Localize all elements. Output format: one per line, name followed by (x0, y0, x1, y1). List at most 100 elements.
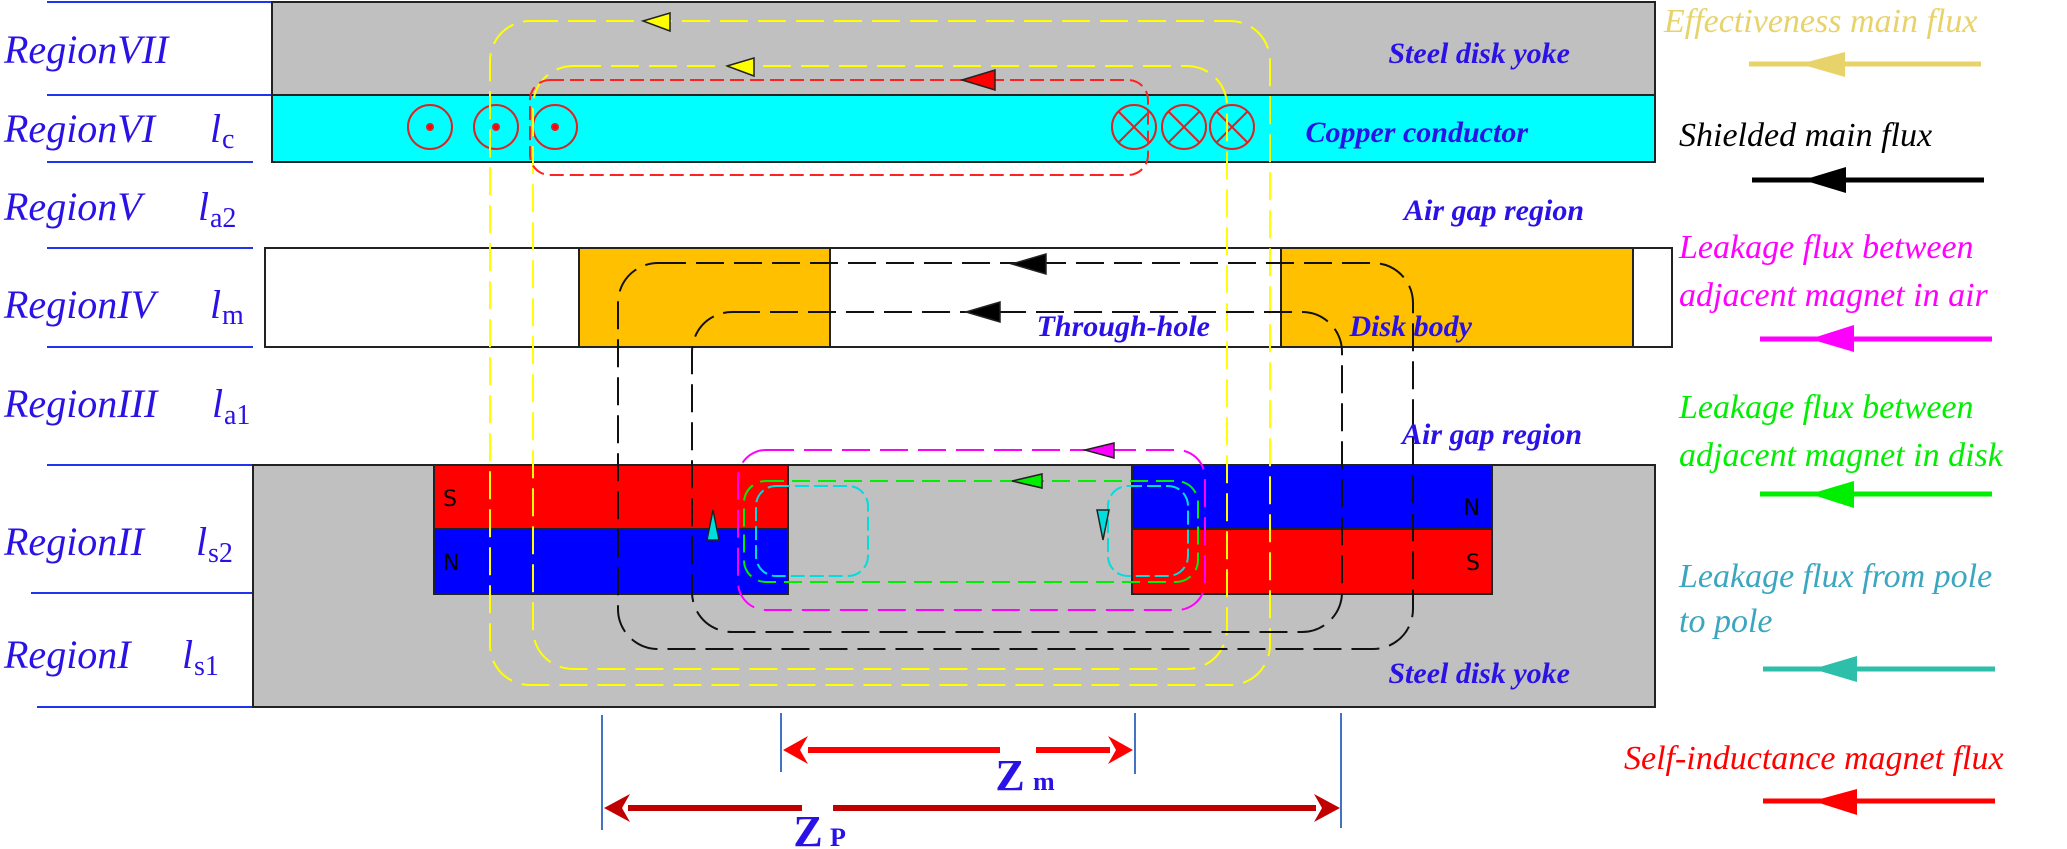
legend-arrow-icon (1813, 789, 1857, 815)
current-out-symbols (407, 104, 578, 150)
region-label-ii: RegionII l s2 (3, 519, 233, 569)
pole-label: N (443, 551, 459, 576)
region-subscript: s1 (194, 651, 219, 682)
black-arrow-icon (1009, 252, 1047, 276)
region-subscript: s2 (208, 538, 233, 569)
arrowhead-icon (1108, 736, 1133, 764)
region-label-vii: RegionVII (3, 27, 170, 72)
legend-arrow-icon (1800, 52, 1845, 77)
disk-body-label: Disk body (1349, 310, 1473, 343)
region-label-iv: RegionIV l m (3, 282, 244, 331)
legend-text: Self-inductance magnet flux (1624, 740, 2004, 777)
air-gap-top-label: Air gap region (1402, 194, 1584, 227)
current-out-icon (407, 104, 453, 150)
region-subscript: a2 (210, 203, 236, 234)
legend-text: to pole (1679, 603, 1772, 640)
legend-item-effective-main-flux: Effectiveness main flux (1663, 3, 1981, 77)
zp-label: Z (793, 807, 822, 849)
region-label-iii: RegionIII l a1 (3, 381, 250, 431)
legend-item-shielded-main-flux: Shielded main flux (1679, 117, 1984, 193)
legend-text: Effectiveness main flux (1663, 3, 1977, 40)
current-in-icon (1111, 104, 1157, 150)
region-subscript: m (222, 300, 244, 331)
current-out-icon (473, 104, 519, 150)
yellow-arrow-icon (640, 11, 671, 33)
disk-body-right (1280, 247, 1634, 348)
region-separators (31, 1, 425, 708)
current-in-icon (1209, 104, 1255, 150)
arrowhead-icon (1314, 794, 1340, 822)
legend-item-leakage-air: Leakage flux between adjacent magnet in … (1678, 229, 1992, 352)
region-name: RegionIII (3, 381, 159, 426)
zm-label: Z (995, 751, 1024, 800)
magnet-right-n (1131, 464, 1493, 530)
region-name: RegionVI (3, 106, 157, 151)
leakage-air-flux-loop (737, 449, 1206, 611)
through-hole-label: Through-hole (1037, 310, 1210, 343)
pole-label: S (443, 487, 457, 512)
legend-arrow-icon (1803, 167, 1846, 193)
region-symbol: l (210, 106, 221, 151)
legend-item-leakage-disk: Leakage flux between adjacent magnet in … (1678, 389, 2004, 508)
dimension-zm: Z m (780, 713, 1136, 800)
magnet-left-n (433, 528, 789, 595)
legend-text: Leakage flux between (1678, 389, 1974, 426)
region-subscript: c (222, 124, 234, 155)
arrowhead-icon (783, 736, 808, 764)
arrowhead-icon (604, 794, 630, 822)
pole-label: S (1466, 551, 1480, 576)
region-label-i: RegionI l s1 (3, 632, 219, 682)
legend: Effectiveness main flux Shielded main fl… (1624, 3, 2004, 815)
magnet-left-s (433, 464, 789, 530)
cyan-arrow-up-icon (706, 509, 720, 541)
region-symbol: l (196, 519, 207, 564)
region-subscript: a1 (224, 400, 250, 431)
copper-conductor-label: Copper conductor (1305, 116, 1528, 149)
region-name: RegionI (3, 632, 132, 677)
magenta-arrow-icon (1082, 442, 1115, 459)
legend-item-pole-to-pole: Leakage flux from pole to pole (1678, 558, 1995, 682)
disk-body-left (578, 247, 831, 348)
red-arrow-icon (959, 68, 996, 92)
region-labels: RegionVII RegionVI l c RegionV l a2 Regi… (3, 27, 250, 682)
flux-arrowheads (640, 11, 1115, 541)
region-name: RegionII (3, 519, 146, 564)
region-symbol: l (212, 381, 223, 426)
region-label-vi: RegionVI l c (3, 106, 234, 155)
legend-arrow-icon (1813, 656, 1857, 682)
effective-main-flux-inner (532, 65, 1228, 670)
current-in-symbols (1111, 104, 1255, 150)
region-symbol: l (182, 632, 193, 677)
legend-text: adjacent magnet in air (1679, 277, 1989, 314)
air-gap-bottom-label: Air gap region (1400, 418, 1582, 451)
pole-label: N (1464, 496, 1480, 521)
legend-text: Leakage flux between (1678, 229, 1974, 266)
legend-arrow-icon (1810, 325, 1854, 352)
region-symbol: l (210, 282, 221, 327)
leakage-disk-flux-loop (743, 480, 1199, 583)
legend-text: adjacent magnet in disk (1679, 437, 2004, 474)
magnet-right-s (1131, 528, 1493, 595)
region-label-v: RegionV l a2 (3, 184, 236, 234)
shielded-main-flux-inner (691, 311, 1343, 633)
black-arrow-icon (963, 300, 1001, 324)
region-name: RegionV (3, 184, 146, 229)
dimension-zp: Z P (601, 713, 1342, 849)
steel-yoke-top-label: Steel disk yoke (1388, 37, 1570, 70)
zm-subscript: m (1033, 767, 1055, 796)
green-arrow-icon (1011, 473, 1043, 489)
pole-leakage-right (1107, 485, 1189, 577)
steel-yoke-bottom-label: Steel disk yoke (1388, 657, 1570, 690)
effective-main-flux-outer (489, 20, 1271, 686)
region-name: RegionVII (3, 27, 170, 72)
pole-leakage-left (755, 485, 869, 577)
legend-arrow-icon (1810, 481, 1854, 508)
region-symbol: l (198, 184, 209, 229)
self-inductance-flux-loop (529, 79, 1149, 176)
cyan-arrow-down-icon (1096, 509, 1110, 541)
legend-item-self-inductance: Self-inductance magnet flux (1624, 740, 2004, 815)
yellow-arrow-icon (724, 56, 755, 78)
legend-text: Shielded main flux (1679, 117, 1932, 154)
region-name: RegionIV (3, 282, 160, 327)
